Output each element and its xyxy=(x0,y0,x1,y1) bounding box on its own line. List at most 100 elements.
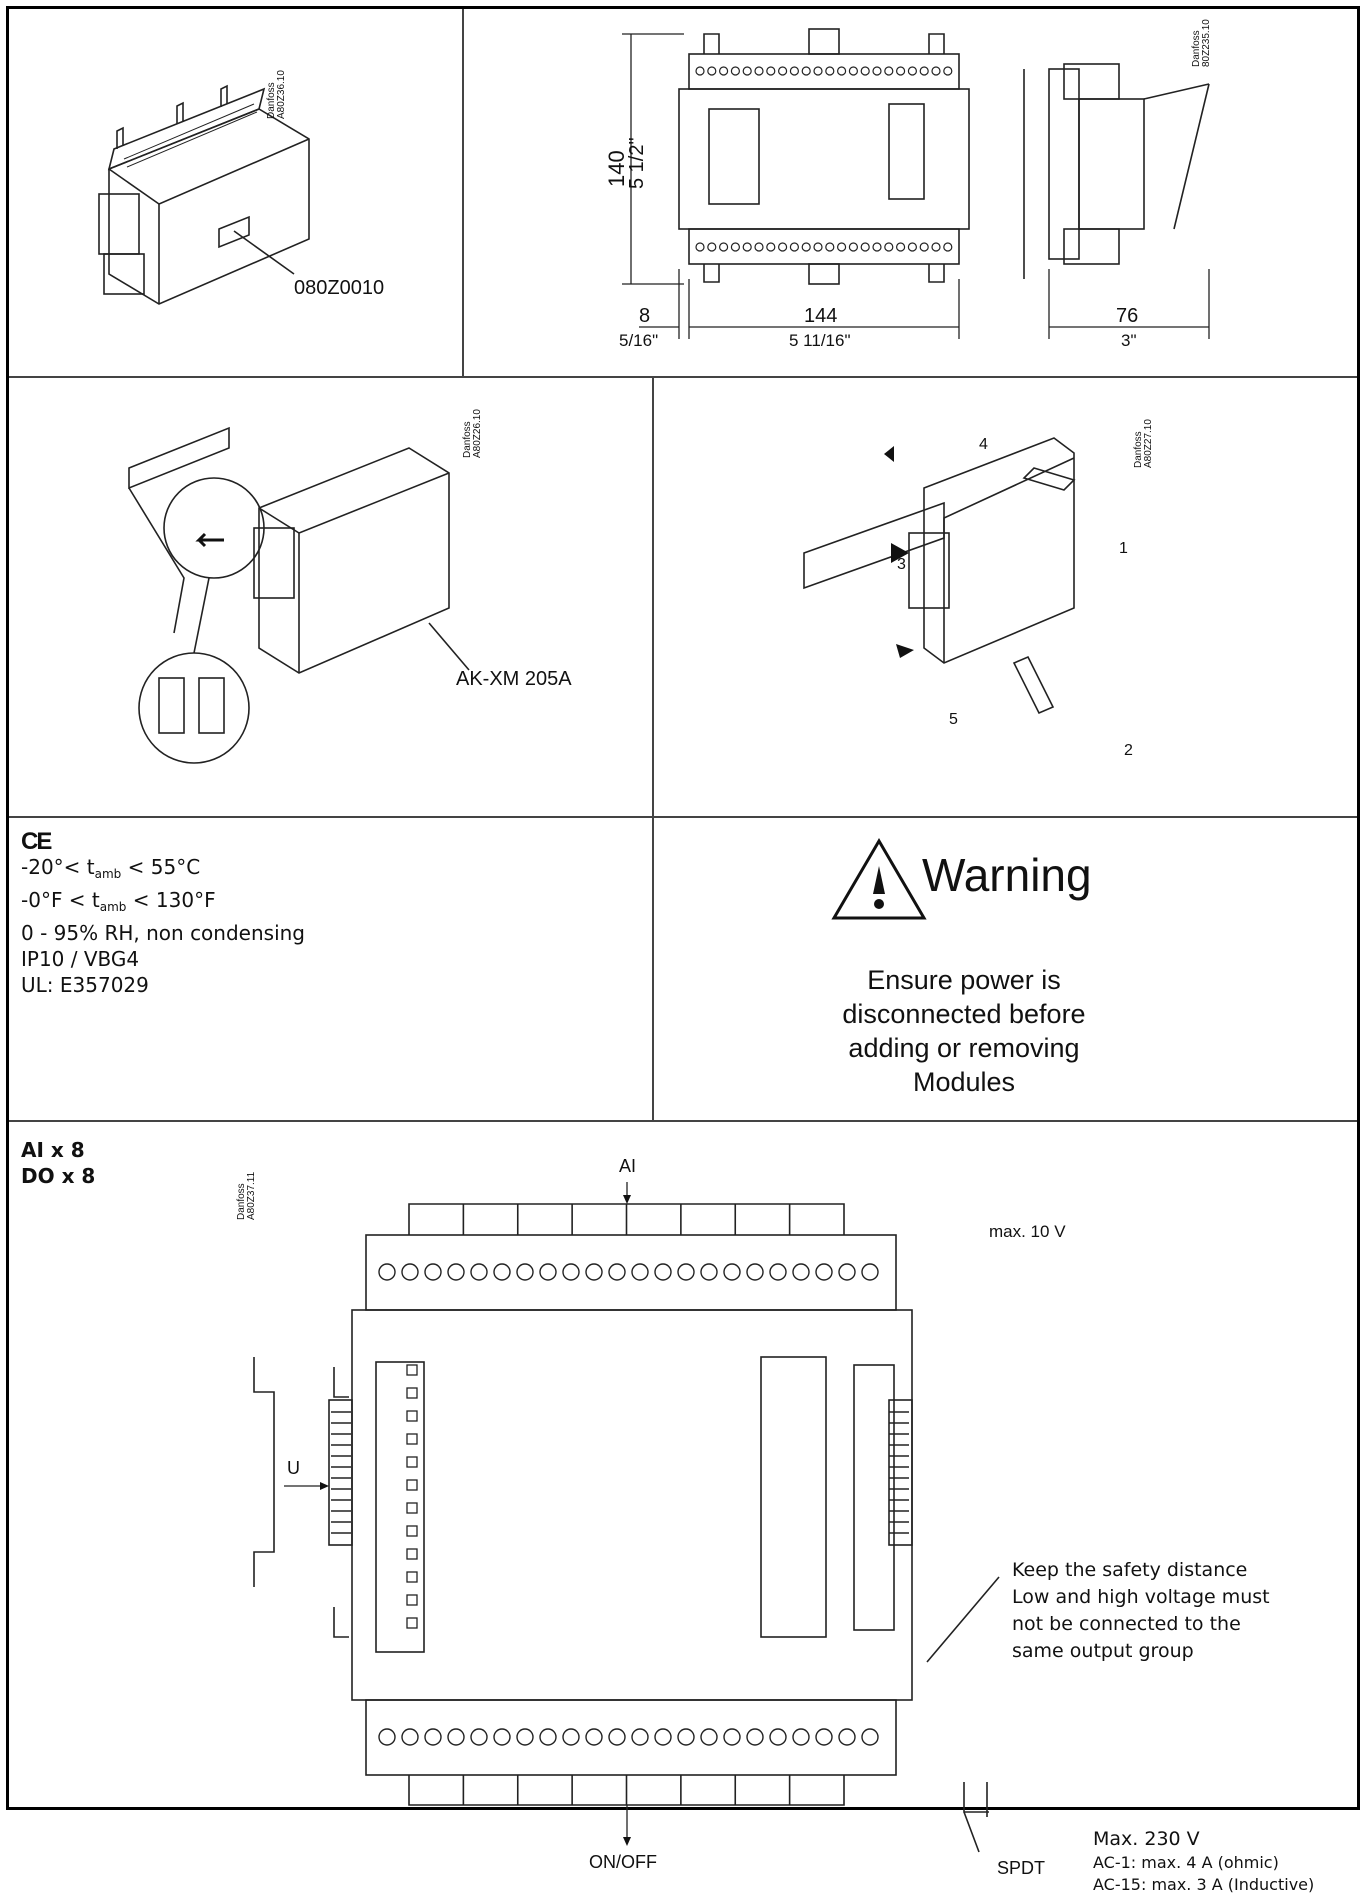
ul-number: UL: E357029 xyxy=(21,973,149,997)
terminal-hole xyxy=(884,242,894,252)
status-led xyxy=(406,1433,418,1445)
terminal-hole xyxy=(493,1728,511,1746)
terminal-hole xyxy=(700,1263,718,1281)
terminal-hole xyxy=(907,66,917,76)
terminal-hole xyxy=(884,66,894,76)
terminal-hole xyxy=(778,66,788,76)
terminal-hole xyxy=(742,242,752,252)
u-label: U xyxy=(287,1458,300,1478)
height-in: 5 1/2" xyxy=(626,137,648,189)
terminal-hole xyxy=(848,66,858,76)
terminal-hole xyxy=(562,1728,580,1746)
terminal-hole xyxy=(813,242,823,252)
terminal-hole xyxy=(424,1263,442,1281)
status-led xyxy=(406,1410,418,1422)
step-3: 3 xyxy=(897,556,906,573)
step-5: 5 xyxy=(949,711,958,728)
do-count: DO x 8 xyxy=(21,1164,96,1188)
panel-warning: Warning Ensure power is disconnected bef… xyxy=(654,818,1357,1122)
panel-specifications: CE -20°< tamb < 55°C -0°F < tamb < 130°F… xyxy=(9,818,654,1122)
status-led xyxy=(406,1594,418,1606)
terminal-hole xyxy=(654,1728,672,1746)
step-1: 1 xyxy=(1119,540,1128,557)
terminal-hole xyxy=(789,242,799,252)
drawing-code: Danfoss A80Z27.10 xyxy=(1133,419,1154,468)
terminal-hole xyxy=(825,242,835,252)
terminal-hole xyxy=(695,242,705,252)
humidity: 0 - 95% RH, non condensing xyxy=(21,921,305,945)
terminal-hole xyxy=(907,242,917,252)
temp-range-f: -0°F < tamb < 130°F xyxy=(21,888,216,914)
terminal-hole xyxy=(562,1263,580,1281)
terminal-hole xyxy=(825,66,835,76)
terminal-hole xyxy=(677,1728,695,1746)
terminal-hole xyxy=(719,66,729,76)
status-led xyxy=(406,1617,418,1629)
terminal-hole xyxy=(943,242,953,252)
terminal-hole xyxy=(539,1263,557,1281)
terminal-hole xyxy=(837,66,847,76)
terminal-hole xyxy=(769,1263,787,1281)
terminal-hole xyxy=(861,1263,879,1281)
warning-text: Ensure power is disconnected before addi… xyxy=(842,965,1086,1097)
terminal-hole xyxy=(631,1728,649,1746)
drawing-code: Danfoss A80Z26.10 xyxy=(462,409,483,458)
dimension-drawing xyxy=(622,28,1210,339)
terminal-hole xyxy=(654,1263,672,1281)
terminal-hole xyxy=(872,66,882,76)
terminal-hole xyxy=(730,66,740,76)
status-led xyxy=(406,1525,418,1537)
terminal-hole xyxy=(608,1263,626,1281)
terminal-hole xyxy=(516,1263,534,1281)
contact-rating: Max. 230 V AC-1: max. 4 A (ohmic) AC-15:… xyxy=(1093,1828,1315,1894)
terminal-hole xyxy=(943,66,953,76)
terminal-hole xyxy=(493,1263,511,1281)
terminal-hole xyxy=(754,66,764,76)
terminal-hole xyxy=(872,242,882,252)
terminal-hole xyxy=(848,242,858,252)
terminal-hole xyxy=(838,1263,856,1281)
terminal-hole xyxy=(677,1263,695,1281)
terminal-hole xyxy=(723,1728,741,1746)
drawing-code: Danfoss A80Z36.10 xyxy=(266,70,287,119)
terminal-hole xyxy=(813,66,823,76)
terminal-hole xyxy=(700,1728,718,1746)
status-led xyxy=(406,1364,418,1376)
terminal-hole xyxy=(585,1728,603,1746)
connection-illustration xyxy=(128,426,470,764)
onoff-label: ON/OFF xyxy=(589,1852,657,1872)
terminal-hole xyxy=(378,1263,396,1281)
terminal-hole xyxy=(470,1728,488,1746)
ai-label: AI xyxy=(619,1156,637,1176)
side-mm: 8 xyxy=(639,305,651,327)
terminal-hole xyxy=(801,66,811,76)
temp-range-c: -20°< tamb < 55°C xyxy=(21,855,201,881)
terminal-hole xyxy=(539,1728,557,1746)
terminal-hole xyxy=(447,1263,465,1281)
panel-wiring: AI x 8 DO x 8 Danfoss A80Z37.11 xyxy=(9,1122,1357,1894)
width-in: 5 11/16" xyxy=(789,331,851,350)
terminal-hole xyxy=(815,1728,833,1746)
module-label: AK-XM 205A xyxy=(456,668,572,690)
terminal-hole xyxy=(792,1263,810,1281)
status-led xyxy=(406,1387,418,1399)
terminal-hole xyxy=(838,1728,856,1746)
spec-list: -20°< tamb < 55°C -0°F < tamb < 130°F 0 … xyxy=(21,854,305,998)
terminal-hole xyxy=(896,66,906,76)
ai-count: AI x 8 xyxy=(21,1138,85,1162)
terminal-hole xyxy=(695,66,705,76)
terminal-hole xyxy=(789,66,799,76)
safety-note: Keep the safety distance Low and high vo… xyxy=(1012,1559,1270,1662)
depth-mm: 76 xyxy=(1116,305,1139,327)
terminal-hole xyxy=(766,242,776,252)
terminal-hole xyxy=(778,242,788,252)
status-led xyxy=(406,1479,418,1491)
warning-icon xyxy=(831,838,927,920)
terminal-hole xyxy=(861,1728,879,1746)
panel-din-rail-mounting: Danfoss A80Z27.10 1 2 3 4 5 xyxy=(654,378,1357,818)
status-led xyxy=(406,1456,418,1468)
terminal-hole xyxy=(815,1263,833,1281)
terminal-hole xyxy=(719,242,729,252)
step-4: 4 xyxy=(979,436,988,453)
depth-in: 3" xyxy=(1121,331,1137,350)
